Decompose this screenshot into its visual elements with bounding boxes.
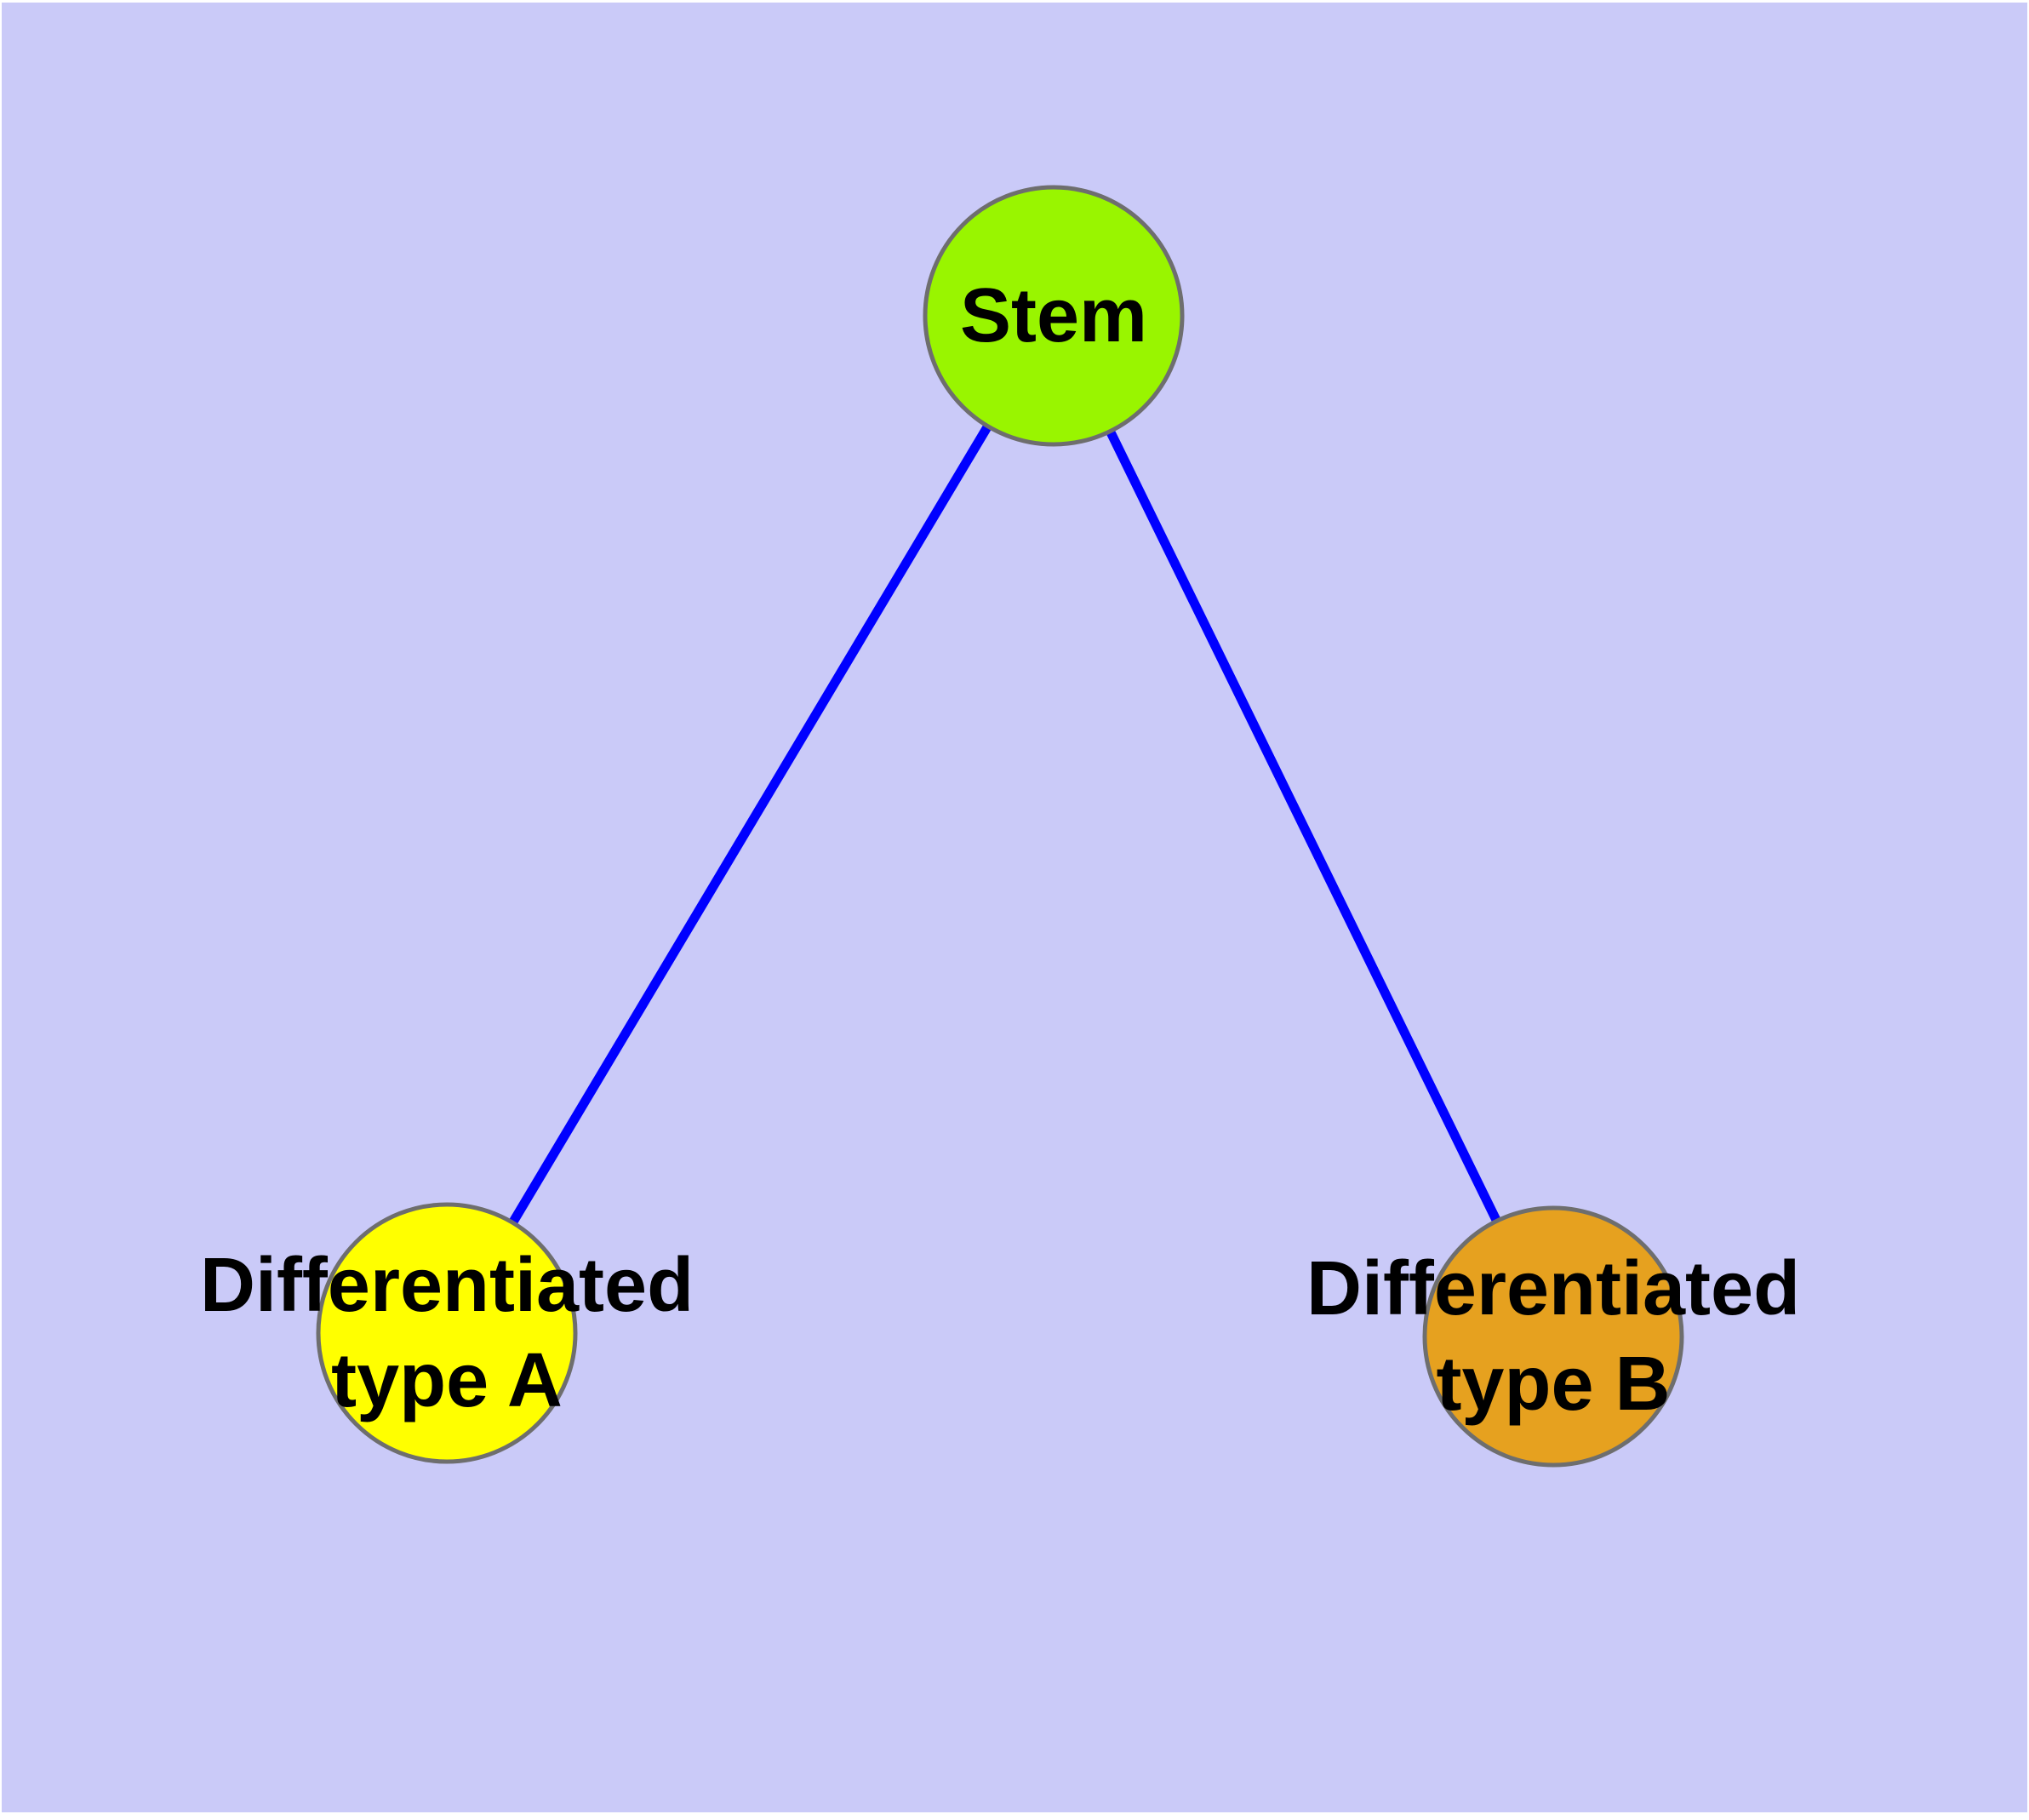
node-circle-typeB — [1422, 1205, 1684, 1468]
edge-stem-to-typeA — [443, 313, 1058, 1336]
node-circle-typeA — [316, 1202, 578, 1464]
node-circle-stem — [923, 185, 1185, 447]
edge-stem-to-typeB — [1049, 313, 1557, 1339]
